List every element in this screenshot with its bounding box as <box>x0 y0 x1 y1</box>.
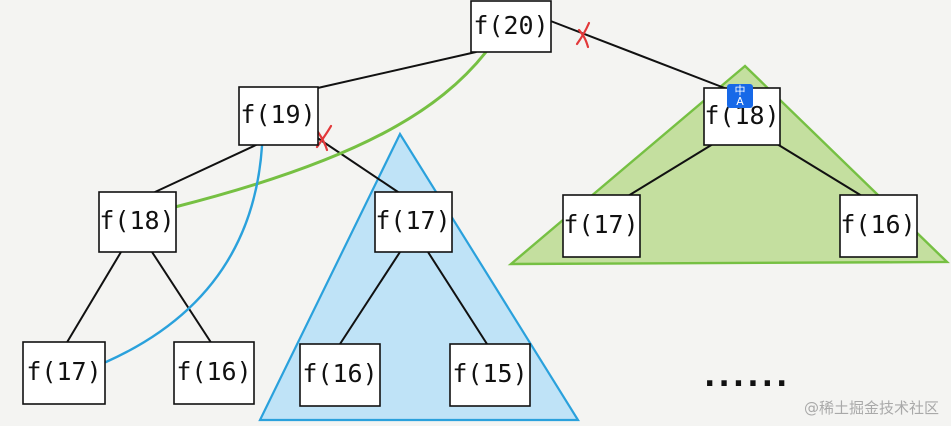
translate-icon-top: 中 <box>734 84 746 97</box>
translate-icon-bottom: A <box>736 95 744 108</box>
edge-f17-f15 <box>427 251 488 345</box>
green-memo-curve <box>173 50 488 209</box>
edge-f20-f19 <box>299 51 477 93</box>
node-l3-a-label: f(17) <box>26 357 101 386</box>
node-root: f(20) <box>470 0 552 53</box>
edge-f17-f16 <box>339 251 401 345</box>
translate-icon[interactable]: 中 A <box>727 84 753 108</box>
edge-f18-f16 <box>151 251 213 345</box>
node-l2-b: f(17) <box>374 191 453 253</box>
node-l2-c: f(17) <box>562 194 641 258</box>
watermark: @稀土掘金技术社区 <box>803 399 939 417</box>
edge-rf18-f17 <box>627 143 714 197</box>
node-l2-d-label: f(16) <box>840 210 915 239</box>
node-l2-c-label: f(17) <box>563 210 638 239</box>
node-l3-b: f(16) <box>173 341 255 405</box>
node-l2-a-label: f(18) <box>99 206 174 235</box>
edge-f19-f17 <box>315 136 399 193</box>
edge-f20-f18 <box>547 19 736 93</box>
edge-rf18-f16 <box>776 143 863 197</box>
node-l3-a: f(17) <box>22 341 106 405</box>
node-l1-left: f(19) <box>238 86 319 146</box>
node-l2-b-label: f(17) <box>375 206 450 235</box>
node-l3-d-label: f(15) <box>452 359 527 388</box>
edge-f18-f17 <box>65 251 122 345</box>
ellipsis-text: ...... <box>704 359 790 394</box>
node-l2-a: f(18) <box>98 191 177 253</box>
node-l3-c: f(16) <box>299 343 381 407</box>
node-l1-left-label: f(19) <box>240 100 315 129</box>
node-l3-b-label: f(16) <box>176 357 251 386</box>
node-l3-c-label: f(16) <box>302 359 377 388</box>
cut-mark-right <box>575 21 591 49</box>
node-root-label: f(20) <box>473 11 548 40</box>
node-l2-d: f(16) <box>839 194 918 258</box>
blue-memo-curve <box>104 144 264 364</box>
node-l3-d: f(15) <box>449 343 531 407</box>
edge-f19-f18 <box>154 144 257 193</box>
